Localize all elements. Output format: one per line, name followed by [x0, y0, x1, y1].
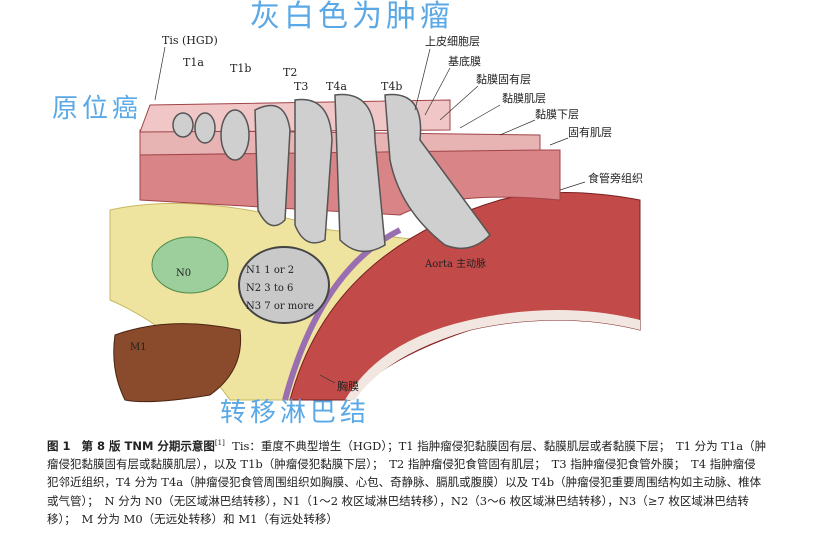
figure-caption: 图 1 第 8 版 TNM 分期示意图[1] Tis：重度不典型增生（HGD）；… [47, 434, 767, 528]
label-lamina-propria: 黏膜固有层 [476, 73, 531, 86]
tumor-t1b [220, 109, 250, 161]
tumor-t1a [194, 112, 216, 144]
tumor-tis [172, 112, 194, 138]
annotation-in-situ: 原位癌 [52, 94, 143, 124]
figure-ref: [1] [214, 439, 225, 447]
label-submucosa: 黏膜下层 [535, 108, 579, 121]
annotation-lymph-note: 转移淋巴结 [220, 398, 371, 428]
tumor-t3 [294, 98, 333, 244]
tumor-t4a [334, 93, 386, 253]
label-t1b: T1b [230, 62, 252, 75]
leader-lines [154, 46, 586, 384]
tumors [172, 93, 491, 253]
label-t4b: T4b [381, 80, 403, 93]
aorta-inner [345, 310, 640, 400]
label-n1: N1 1 or 2 [246, 265, 294, 276]
caption-body: Tis：重度不典型增生（HGD）；T1 指肿瘤侵犯黏膜固有层、黏膜肌层或者黏膜下… [47, 438, 767, 527]
label-periesophageal: 食管旁组织 [588, 172, 643, 185]
label-t2: T2 [283, 66, 298, 79]
label-epithelium: 上皮细胞层 [425, 35, 480, 48]
label-n2: N2 3 to 6 [246, 283, 293, 294]
figure-title: 第 8 版 TNM 分期示意图 [81, 438, 215, 453]
aorta [289, 192, 641, 401]
lymph-node-n0 [151, 236, 229, 294]
label-n3: N3 7 or more [246, 301, 314, 312]
label-m1: M1 [130, 342, 147, 353]
liver [113, 323, 242, 403]
tumor-t2 [254, 104, 291, 227]
label-basement: 基底膜 [448, 55, 481, 68]
label-tis: Tis (HGD) [162, 34, 218, 47]
label-n0: N0 [176, 268, 191, 279]
label-t4a: T4a [326, 80, 347, 93]
label-pleura: 胸膜 [337, 380, 359, 393]
label-muscularis-propria: 固有肌层 [568, 126, 612, 139]
figure-number: 图 1 [47, 438, 71, 453]
lymph-node-metastatic [238, 246, 330, 324]
label-aorta: Aorta 主动脉 [424, 257, 486, 270]
tnm-staging-diagram: N1 1 or 2 N2 3 to 6 N3 7 or more N0 M1 A… [109, 46, 641, 403]
label-t3: T3 [294, 80, 309, 93]
label-t1a: T1a [183, 56, 204, 69]
annotation-tumor-note: 灰白色为肿瘤 [250, 0, 454, 34]
label-muscularis-mucosae: 黏膜肌层 [502, 92, 546, 105]
